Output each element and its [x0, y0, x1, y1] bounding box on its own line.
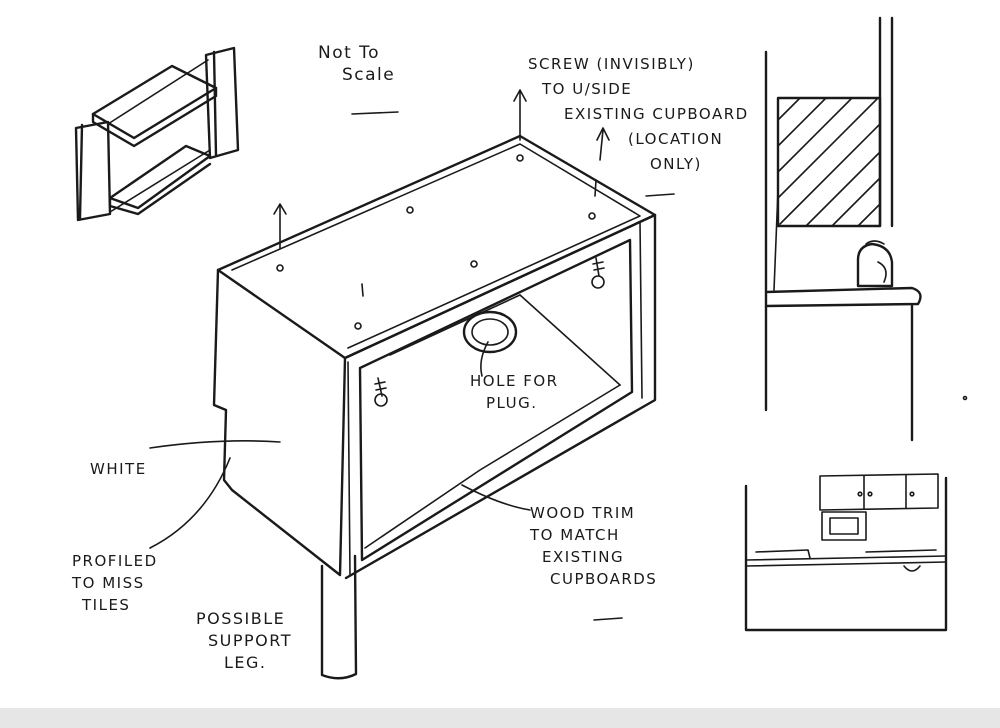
support-note-line-3: LEG. [224, 653, 267, 672]
hole-note-line-2: PLUG. [486, 394, 538, 412]
support-note-line-2: SUPPORT [208, 631, 292, 650]
support-note-line-1: POSSIBLE [196, 609, 286, 628]
screw-note-label: SCREW (INVISIBLY) TO U/SIDE EXISTING CUP… [528, 52, 749, 177]
profiled-note-line-2: TO MISS [72, 574, 145, 592]
scan-edge-band [0, 708, 1000, 728]
white-note-label: WHITE [90, 458, 147, 480]
profiled-note-label: PROFILED TO MISS TILES [72, 550, 158, 616]
not-to-scale-label: Not To Scale [318, 42, 395, 86]
screw-note-line-5: ONLY) [650, 155, 702, 173]
profiled-note-line-3: TILES [82, 596, 131, 614]
not-to-scale-underline [351, 111, 399, 115]
screw-note-line-1: SCREW (INVISIBLY) [528, 55, 695, 73]
screw-note-line-2: TO U/SIDE [542, 80, 633, 98]
hole-note-line-1: HOLE FOR [470, 372, 559, 390]
wood-trim-note-label: WOOD TRIM TO MATCH EXISTING CUPBOARDS [530, 502, 657, 590]
trim-note-line-1: WOOD TRIM [530, 504, 636, 522]
not-to-scale-line-1: Not To [318, 43, 381, 63]
trim-note-line-3: EXISTING [542, 548, 625, 566]
wall-cupboard-location-sketch [764, 16, 922, 442]
support-leg-note-label: POSSIBLE SUPPORT LEG. [196, 608, 292, 674]
trim-note-line-2: TO MATCH [530, 526, 620, 544]
hole-note-label: HOLE FOR PLUG. [470, 370, 559, 414]
not-to-scale-line-2: Scale [342, 65, 396, 85]
margin-dot [962, 395, 968, 401]
screw-note-line-3: EXISTING CUPBOARD [564, 105, 749, 123]
screw-note-line-4: (LOCATION [628, 130, 724, 148]
white-note-line-1: WHITE [90, 460, 147, 478]
main-cabinet-sketch [149, 89, 675, 680]
exploded-view-sketch [74, 46, 240, 222]
kitchen-elevation-sketch [744, 473, 948, 632]
trim-note-line-4: CUPBOARDS [550, 570, 658, 588]
profiled-note-line-1: PROFILED [72, 552, 158, 570]
